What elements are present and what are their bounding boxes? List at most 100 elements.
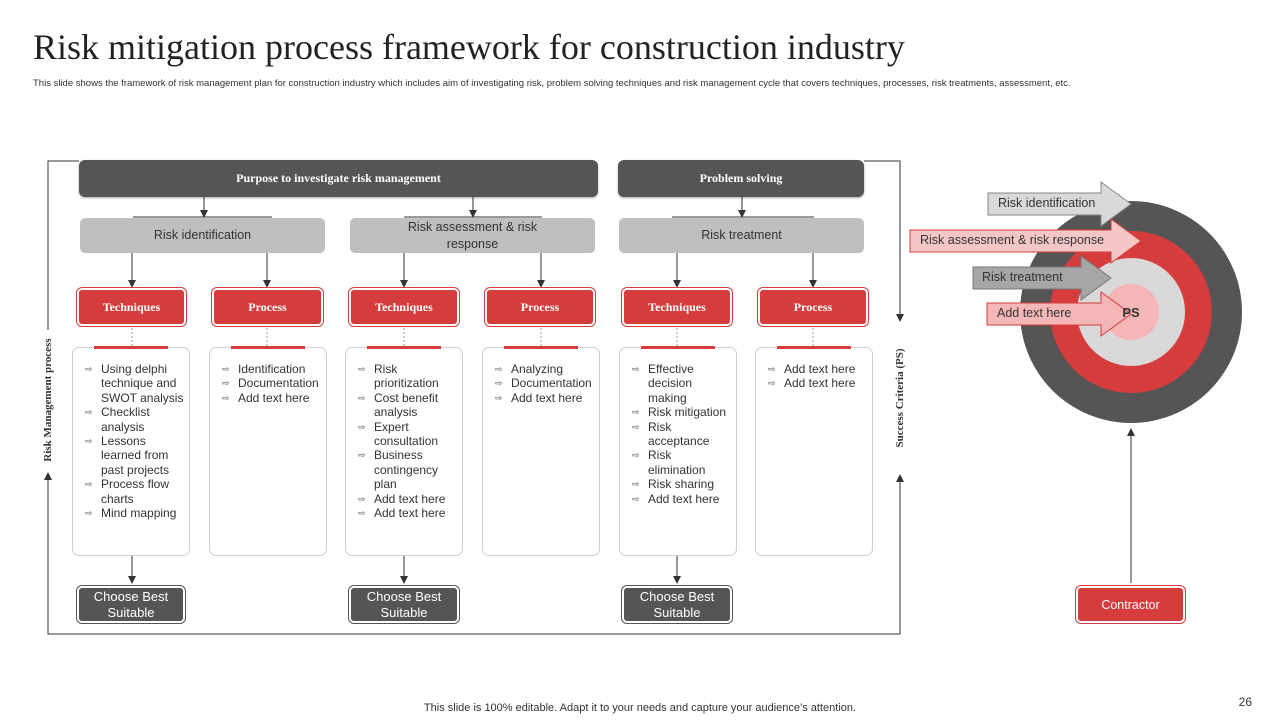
group-risk-treatment: Risk treatment xyxy=(619,218,864,253)
list-item: ⇨Risk prioritization xyxy=(358,362,439,391)
list-item: ⇨Analyzing xyxy=(495,362,564,376)
list-item: ⇨Identification xyxy=(222,362,306,376)
group-risk-identification: Risk identification xyxy=(80,218,325,253)
header-problem-solving: Problem solving xyxy=(618,160,864,197)
arrow-label-3: Risk treatment xyxy=(982,270,1063,284)
target-center xyxy=(1103,284,1159,340)
arrow-bullet-icon: ⇨ xyxy=(495,378,503,389)
list-item: ⇨Add text here xyxy=(768,376,856,391)
card-list: ⇨Analyzing⇨Documentation⇨Add text here xyxy=(493,362,595,405)
arrow-bullet-icon: ⇨ xyxy=(358,364,366,374)
arrow-bullet-icon: ⇨ xyxy=(222,378,230,389)
arrow-bullet-icon: ⇨ xyxy=(632,450,640,461)
list-item: ⇨Process flow charts xyxy=(85,477,170,506)
arrow-bullet-icon: ⇨ xyxy=(632,493,640,504)
arrow-bullet-icon: ⇨ xyxy=(358,450,366,461)
list-item: ⇨Risk elimination xyxy=(632,448,706,477)
card-techniques-1: ⇨Using delphi technique and SWOT analysi… xyxy=(72,346,190,556)
page-subtitle: This slide shows the framework of risk m… xyxy=(33,78,1071,89)
list-item: ⇨Risk mitigation xyxy=(632,405,727,420)
list-item: ⇨Using delphi technique and SWOT analysi… xyxy=(85,362,184,405)
group-risk-assessment: Risk assessment & risk response xyxy=(350,218,595,253)
list-item: ⇨Documentation xyxy=(222,376,319,391)
page-number: 26 xyxy=(1238,695,1252,709)
arrow-bullet-icon: ⇨ xyxy=(222,392,230,403)
arrow-label-2: Risk assessment & risk response xyxy=(920,233,1105,247)
list-item: ⇨Risk acceptance xyxy=(632,419,710,449)
arrow-bullet-icon: ⇨ xyxy=(85,479,93,490)
choose-line1: Choose Best xyxy=(639,588,715,604)
list-item: ⇨Checklist analysis xyxy=(85,405,150,434)
process-button-2[interactable]: Process xyxy=(487,290,593,324)
choose-line2: Suitable xyxy=(380,604,428,620)
arrow-bullet-icon: ⇨ xyxy=(495,392,503,403)
card-process-2: ⇨Analyzing⇨Documentation⇨Add text here xyxy=(482,346,600,556)
target-center-label: PS xyxy=(1122,305,1140,320)
list-item: ⇨Mind mapping xyxy=(85,506,177,521)
list-item: ⇨Risk sharing xyxy=(632,477,715,492)
footer-note: This slide is 100% editable. Adapt it to… xyxy=(423,702,857,714)
list-item: ⇨Add text here xyxy=(495,390,583,405)
list-item: ⇨Cost benefit analysis xyxy=(358,390,439,420)
page-title: Risk mitigation process framework for co… xyxy=(33,27,905,67)
techniques-button-2[interactable]: Techniques xyxy=(351,290,457,324)
side-label-left: Risk Management process xyxy=(42,338,54,462)
arrow-bullet-icon: ⇨ xyxy=(632,407,640,418)
card-process-1: ⇨Identification⇨Documentation⇨Add text h… xyxy=(209,346,327,556)
arrow-bullet-icon: ⇨ xyxy=(358,421,366,432)
list-item: ⇨Documentation xyxy=(495,376,592,391)
list-item: ⇨Lessons learned from past projects xyxy=(85,434,170,477)
arrow-bullet-icon: ⇨ xyxy=(85,436,93,447)
side-label-right: Success Criteria (PS) xyxy=(894,346,906,450)
list-item: ⇨Add text here xyxy=(358,506,446,521)
arrow-bullet-icon: ⇨ xyxy=(632,364,640,374)
arrow-risk-assessment xyxy=(909,218,1142,264)
list-item: ⇨Add text here xyxy=(222,390,310,405)
arrow-risk-treatment xyxy=(972,255,1112,301)
arrow-bullet-icon: ⇨ xyxy=(768,378,776,389)
arrow-bullet-icon: ⇨ xyxy=(85,364,93,374)
arrow-add-text xyxy=(986,291,1132,337)
card-list: ⇨Using delphi technique and SWOT analysi… xyxy=(83,362,185,520)
choose-line1: Choose Best xyxy=(93,588,169,604)
arrow-bullet-icon: ⇨ xyxy=(358,493,366,504)
arrow-risk-identification xyxy=(987,181,1132,227)
list-item: ⇨Add text here xyxy=(358,491,446,506)
card-list: ⇨Effective decision making⇨Risk mitigati… xyxy=(630,362,732,506)
arrow-bullet-icon: ⇨ xyxy=(632,479,640,490)
frame-line-right xyxy=(864,160,904,322)
list-item: ⇨Add text here xyxy=(632,491,720,506)
card-process-3: ⇨Add text here⇨Add text here xyxy=(755,346,873,556)
arrow-bullet-icon: ⇨ xyxy=(358,508,366,519)
card-list: ⇨Identification⇨Documentation⇨Add text h… xyxy=(220,362,322,405)
card-techniques-3: ⇨Effective decision making⇨Risk mitigati… xyxy=(619,346,737,556)
list-item: ⇨Expert consultation xyxy=(358,419,439,449)
techniques-button-1[interactable]: Techniques xyxy=(79,290,184,324)
arrow-label-1: Risk identification xyxy=(998,196,1096,210)
process-button-3[interactable]: Process xyxy=(760,290,866,324)
header-purpose: Purpose to investigate risk management xyxy=(79,160,598,197)
arrow-bullet-icon: ⇨ xyxy=(222,364,230,374)
choose-line1: Choose Best xyxy=(366,588,442,604)
arrow-bullet-icon: ⇨ xyxy=(85,508,93,519)
list-item: ⇨Business contingency plan xyxy=(358,448,439,492)
contractor-button[interactable]: Contractor xyxy=(1078,588,1183,621)
card-list: ⇨Risk prioritization⇨Cost benefit analys… xyxy=(356,362,458,520)
frame-line-left-bottom xyxy=(47,160,901,635)
arrow-label-4: Add text here xyxy=(997,306,1072,320)
arrow-bullet-icon: ⇨ xyxy=(85,407,93,418)
process-button-1[interactable]: Process xyxy=(214,290,321,324)
choose-line2: Suitable xyxy=(653,604,701,620)
arrow-bullet-icon: ⇨ xyxy=(495,364,503,374)
arrow-bullet-icon: ⇨ xyxy=(632,421,640,432)
choose-line2: Suitable xyxy=(107,604,155,620)
card-techniques-2: ⇨Risk prioritization⇨Cost benefit analys… xyxy=(345,346,463,556)
list-item: ⇨Add text here xyxy=(768,362,856,376)
list-item: ⇨Effective decision making xyxy=(632,362,694,405)
arrow-bullet-icon: ⇨ xyxy=(768,364,776,374)
techniques-button-3[interactable]: Techniques xyxy=(624,290,730,324)
